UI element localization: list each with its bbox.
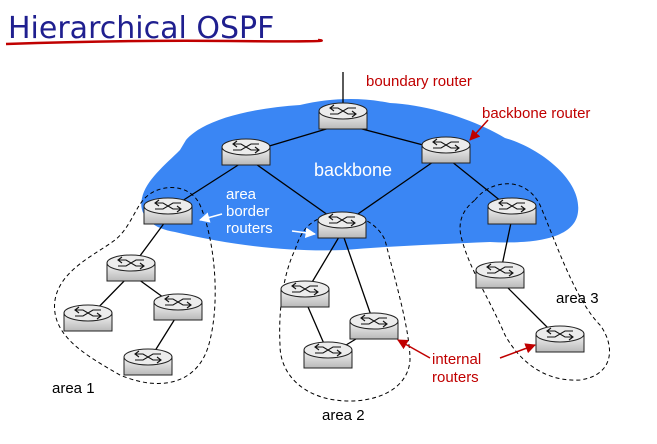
backbone-area — [141, 99, 579, 251]
label-internal-2: routers — [432, 369, 479, 386]
router-area2-c — [303, 341, 353, 369]
label-boundary-router: boundary router — [366, 73, 472, 90]
label-backbone-router: backbone router — [482, 105, 590, 122]
arrow-border-left — [198, 212, 223, 223]
arrow-internal-right — [499, 343, 536, 359]
area-3-outline — [459, 183, 611, 381]
label-backbone: backbone — [314, 160, 392, 180]
router-area1-c — [153, 293, 203, 321]
router-area-border-3 — [487, 197, 537, 225]
area-1-outline — [54, 187, 216, 384]
router-area3-a — [475, 261, 525, 289]
router-area2-b — [349, 312, 399, 340]
router-area-border-2 — [317, 211, 367, 239]
router-boundary — [318, 102, 368, 130]
label-area-border-3: routers — [226, 220, 273, 237]
label-area-border-2: border — [226, 203, 269, 220]
label-area-2: area 2 — [322, 407, 365, 424]
arrow-backbone-router — [469, 119, 489, 141]
router-backbone-right — [421, 136, 471, 164]
router-backbone-left — [221, 138, 271, 166]
router-area-border-1 — [143, 197, 193, 225]
router-area1-d — [123, 348, 173, 376]
router-area2-a — [280, 280, 330, 308]
router-area1-b — [63, 304, 113, 332]
label-area-3: area 3 — [556, 290, 599, 307]
label-area-border-1: area — [226, 186, 257, 203]
router-area1-a — [106, 254, 156, 282]
title-underline — [5, 38, 323, 46]
label-internal-1: internal — [432, 351, 481, 368]
label-area-1: area 1 — [52, 380, 95, 397]
arrow-border-right — [291, 227, 317, 238]
arrow-internal-left — [397, 339, 431, 359]
router-area3-b — [535, 325, 585, 353]
